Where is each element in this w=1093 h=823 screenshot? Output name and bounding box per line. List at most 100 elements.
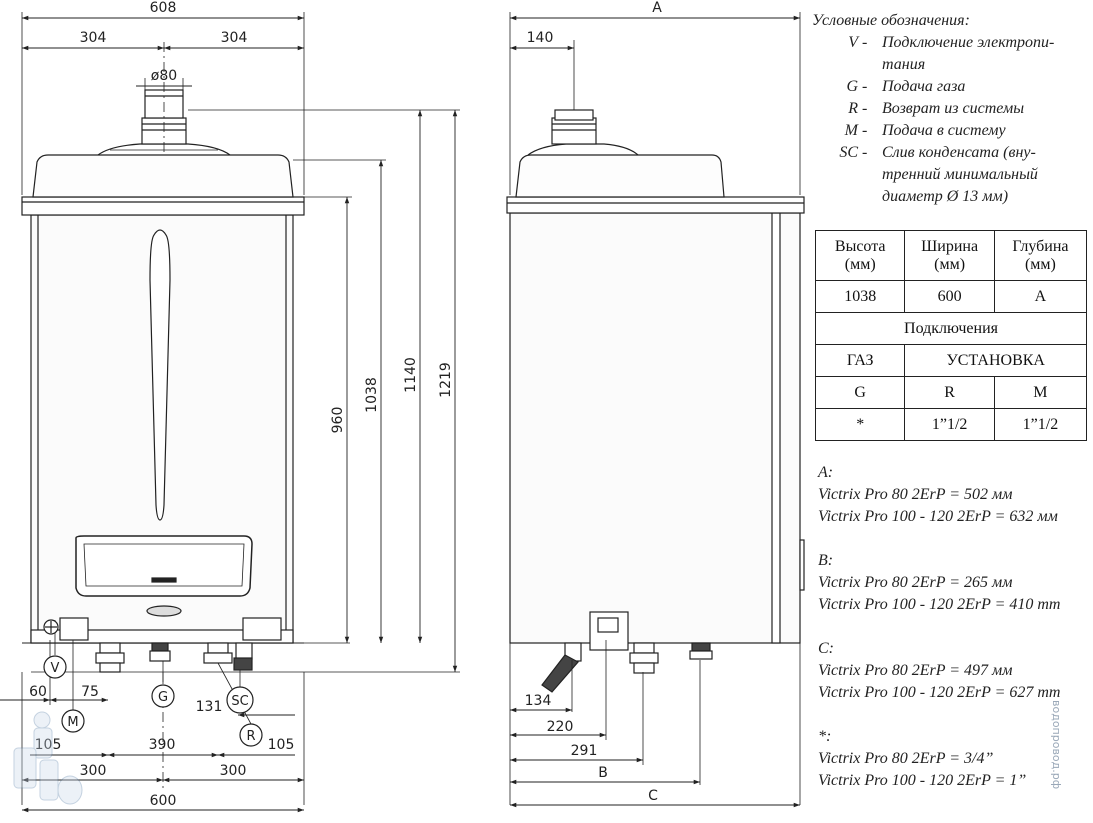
front-top-ledge	[21, 196, 305, 216]
dim-flue-diameter: ø80	[151, 68, 177, 84]
dim-291: 291	[571, 743, 598, 759]
spec-size-m: 1”1/2	[993, 408, 1088, 441]
dim-105-left: 105	[35, 737, 62, 753]
side-casing	[509, 212, 801, 644]
spec-size-g: *	[814, 408, 906, 441]
note-line: Victrix Pro 100 - 120 2ErP = 410 mm	[818, 596, 1061, 613]
legend-dash: -	[862, 122, 868, 139]
legend-item: R-Возврат из системы	[812, 98, 1082, 120]
note-line: Victrix Pro 100 - 120 2ErP = 627 mm	[818, 684, 1061, 701]
legend-symbol	[812, 54, 862, 76]
legend-symbol	[812, 164, 862, 186]
spec-codes-row: G R M	[814, 376, 1088, 409]
dim-c: C	[648, 788, 658, 804]
front-display-panel	[75, 535, 253, 597]
note-label: *:	[818, 728, 832, 745]
legend-dash: -	[862, 100, 868, 117]
side-pipe-g	[689, 642, 713, 660]
dim-600: 600	[150, 793, 177, 809]
legend-item: M-Подача в систему	[812, 120, 1082, 142]
legend-symbol: R	[848, 100, 858, 117]
dim-a: A	[652, 0, 662, 16]
dim-300-right: 300	[220, 763, 247, 779]
legend-dash: -	[862, 34, 868, 51]
front-sc-box	[242, 617, 282, 641]
dim-300-left: 300	[80, 763, 107, 779]
side-top-dome	[515, 154, 725, 198]
legend: Условные обозначения: V-Подключение элек…	[812, 10, 1082, 208]
dim-1219: 1219	[438, 362, 454, 398]
legend-item: G-Подача газа	[812, 76, 1082, 98]
note-label: C:	[818, 640, 834, 657]
front-logo	[146, 605, 182, 617]
connection-m-circle	[61, 709, 85, 733]
note-block: *:Victrix Pro 80 2ErP = 3/4”Victrix Pro …	[818, 726, 1088, 792]
connection-g-label: G	[158, 690, 168, 705]
spec-dims-row: 1038 600 A	[814, 280, 1088, 313]
spec-header-width: Ширина(мм)	[904, 230, 995, 281]
note-block: C: Victrix Pro 80 2ErP = 497 мм Victrix Pr…	[818, 638, 1088, 704]
legend-dash	[862, 164, 882, 186]
connection-v-circle	[43, 655, 67, 679]
front-top-dome	[32, 154, 294, 198]
watermark: водопровод.рф	[1050, 700, 1083, 820]
legend-description: Слив конденсата (вну-	[882, 144, 1036, 161]
dim-304-right: 304	[221, 30, 248, 46]
note-label: B:	[818, 552, 834, 569]
spec-size-r: 1”1/2	[904, 408, 995, 441]
legend-dash	[862, 54, 882, 76]
connection-r-label: R	[246, 729, 255, 744]
legend-description: Подключение электропи-	[882, 34, 1055, 51]
legend-symbol: M	[844, 122, 858, 139]
note-line: Victrix Pro 80 2ErP = 265 мм	[818, 574, 1013, 591]
legend-item: SC-Слив конденсата (вну-	[812, 142, 1082, 164]
spec-groups-row: ГАЗ УСТАНОВКА	[814, 344, 1087, 377]
note-line: Victrix Pro 80 2ErP = 497 мм	[818, 662, 1013, 679]
spec-connections-row: Подключения	[815, 312, 1087, 345]
front-power-box	[59, 617, 89, 641]
note-line: Victrix Pro 100 - 120 2ErP = 632 мм	[818, 508, 1058, 525]
legend-description: Подача газа	[882, 78, 966, 95]
side-pipe-sc	[541, 642, 582, 693]
note-line: Victrix Pro 100 - 120 2ErP = 1”	[818, 772, 1027, 789]
connection-sc-label: SC	[231, 694, 248, 709]
spec-group-gas: ГАЗ	[814, 344, 906, 377]
connection-g-circle	[151, 684, 175, 708]
spec-group-installation: УСТАНОВКА	[904, 344, 1087, 377]
legend-description: Подача в систему	[882, 122, 1006, 139]
dim-1038: 1038	[364, 377, 380, 413]
note-block: A: Victrix Pro 80 2ErP = 502 мм Victrix Pr…	[818, 462, 1088, 528]
legend-item: V-Подключение электропи-	[812, 32, 1082, 54]
dim-390: 390	[149, 737, 176, 753]
side-dimension-labels: A 140 134 220 291 B C	[525, 0, 663, 804]
legend-dash: -	[862, 144, 868, 161]
legend-dash: -	[862, 78, 868, 95]
spec-code-r: R	[904, 376, 995, 409]
front-pipe-sc	[233, 642, 253, 671]
legend-symbol: SC	[839, 144, 858, 161]
spec-header-row: Высота(мм) Ширина(мм) Глубина(мм)	[814, 230, 1088, 281]
legend-description: тания	[882, 56, 926, 73]
connection-v-label: V	[51, 661, 60, 676]
side-top-ledge	[506, 196, 805, 214]
dim-60: 60	[29, 684, 47, 700]
dim-304-left: 304	[80, 30, 107, 46]
side-view	[506, 12, 805, 808]
note-block: B: Victrix Pro 80 2ErP = 265 мм Victrix Pr…	[818, 550, 1088, 616]
front-crease	[149, 229, 171, 521]
connection-sc-circle	[226, 686, 254, 714]
legend-item: тания	[812, 54, 1082, 76]
note-label: A:	[818, 464, 834, 481]
dim-1140: 1140	[403, 357, 419, 393]
legend-description: Возврат из системы	[882, 100, 1025, 117]
note-line: Victrix Pro 80 2ErP = 502 мм	[818, 486, 1013, 503]
dim-960: 960	[330, 407, 346, 434]
legend-item: тренний минимальный	[812, 164, 1082, 186]
spec-header-depth: Глубина(мм)	[993, 230, 1088, 281]
dim-608: 608	[150, 0, 177, 16]
spec-table: Высота(мм) Ширина(мм) Глубина(мм) 1038 6…	[814, 230, 1088, 441]
spec-connections-title: Подключения	[815, 312, 1087, 345]
legend-item: диаметр Ø 13 мм)	[812, 186, 1082, 208]
front-dimension-labels: 608 304 304 ø80 960 1038 1140 1219 60 75…	[29, 0, 454, 809]
